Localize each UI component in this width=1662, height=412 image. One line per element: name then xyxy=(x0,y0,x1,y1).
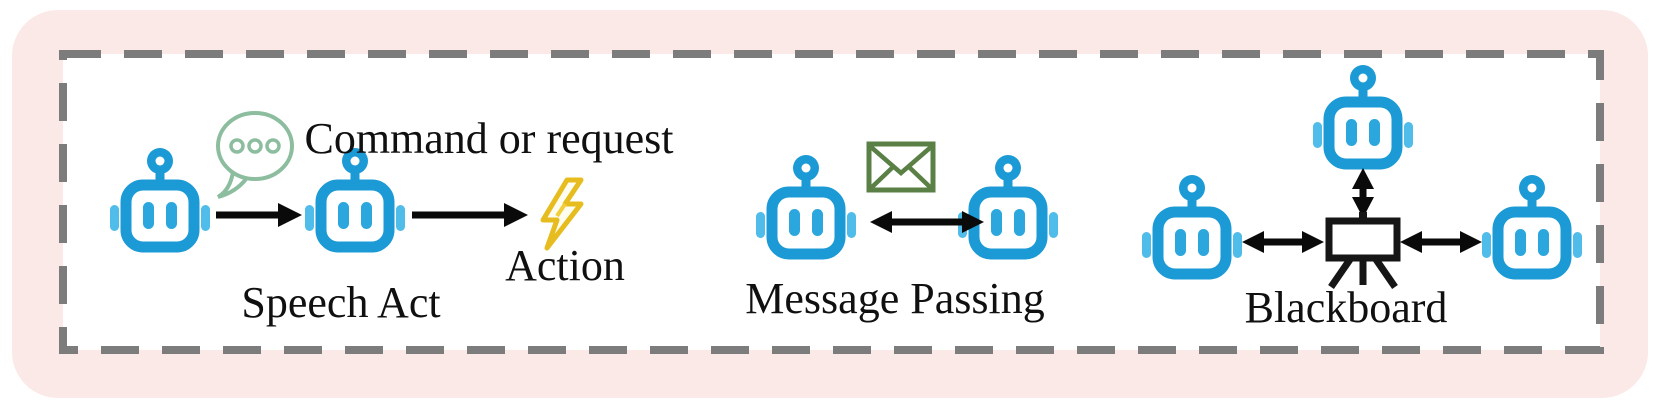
section-message-passing: Message Passing xyxy=(745,141,1058,323)
envelope-icon xyxy=(866,141,936,193)
double-arrow-horizontal xyxy=(1242,231,1324,253)
section-speech-act: Command or request Action Speech Act xyxy=(110,111,674,327)
blackboard-easel-icon xyxy=(1325,212,1401,289)
double-arrow-vertical xyxy=(1352,168,1374,218)
arrow-right xyxy=(216,203,302,227)
command-or-request-label: Command or request xyxy=(304,114,673,163)
section-blackboard: Blackboard xyxy=(1142,65,1582,332)
arrow-right xyxy=(412,203,528,227)
double-arrow-horizontal xyxy=(1400,231,1482,253)
action-label: Action xyxy=(505,241,625,290)
lightning-bolt-icon xyxy=(540,177,584,251)
message-passing-label: Message Passing xyxy=(745,274,1044,323)
speech-bubble-icon xyxy=(216,111,294,199)
speech-act-label: Speech Act xyxy=(241,278,440,327)
blackboard-label: Blackboard xyxy=(1245,283,1448,332)
double-arrow-horizontal xyxy=(870,211,984,233)
